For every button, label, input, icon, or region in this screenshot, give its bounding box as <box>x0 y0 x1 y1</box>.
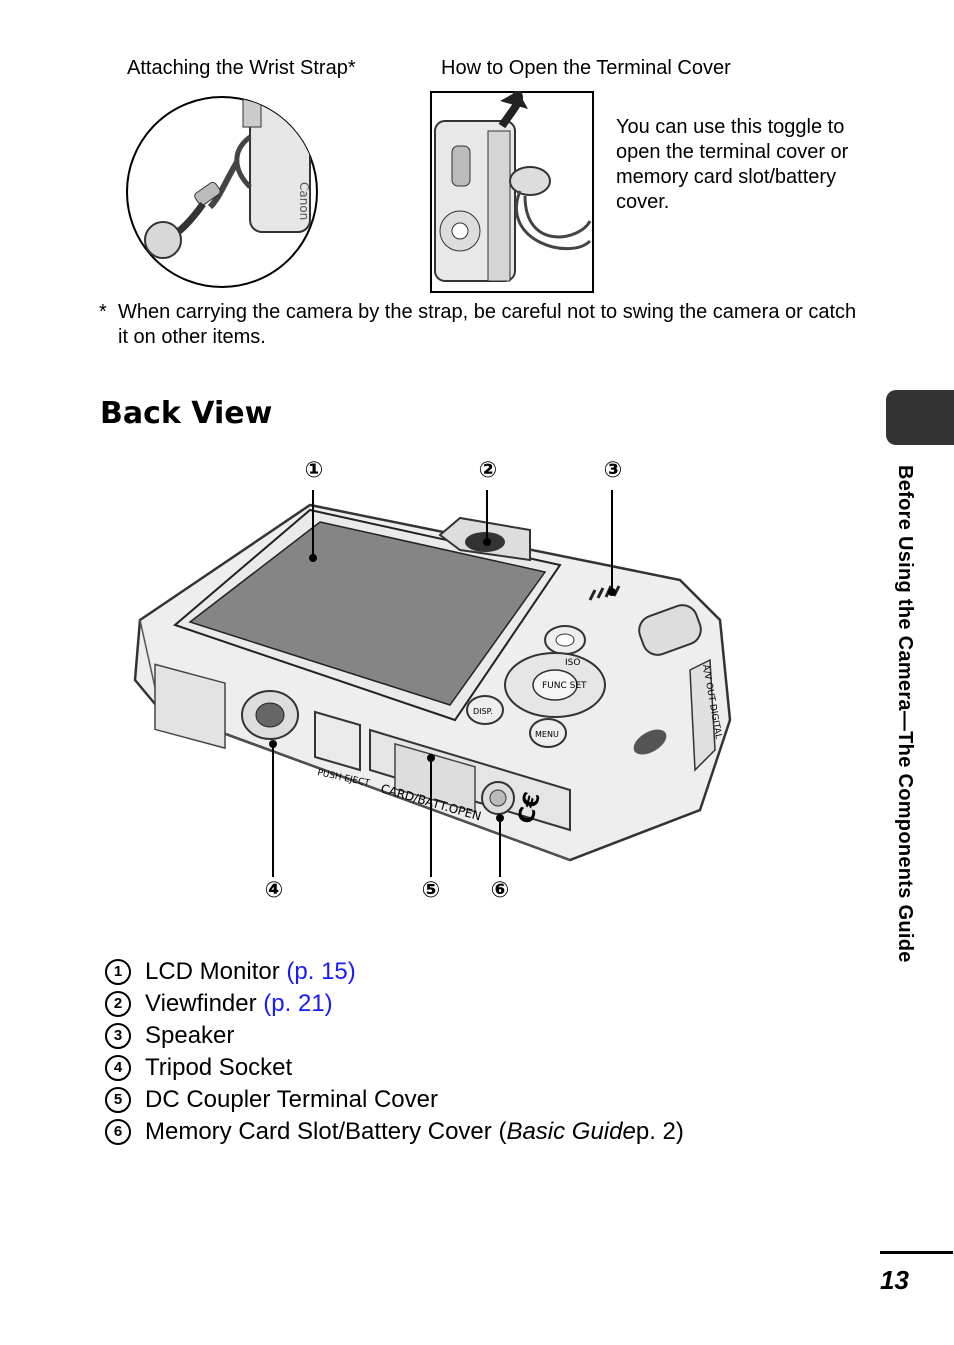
legend-label: Viewfinder <box>145 990 257 1017</box>
callout-6: ⑥ <box>490 878 510 903</box>
canon-logo-text: Canon <box>297 182 311 220</box>
legend-label: DC Coupler Terminal Cover <box>145 1086 438 1113</box>
func-set-label: FUNC SET <box>542 681 587 691</box>
terminal-cover-illustration <box>430 91 594 293</box>
legend-label: Tripod Socket <box>145 1054 293 1081</box>
callout-2: ② <box>478 458 498 483</box>
legend-label: Speaker <box>145 1022 235 1049</box>
legend-number: 3 <box>103 1023 133 1049</box>
camera-back-view-illustration: FUNC SET ISO DISP. MENU A/V OUT DIGITAL … <box>133 490 732 877</box>
side-tab-text: Before Using the Camera—The Components G… <box>894 465 916 963</box>
legend-number: 2 <box>103 991 133 1017</box>
callout-4: ④ <box>264 878 284 903</box>
legend-label: Memory Card Slot/Battery Cover ( <box>145 1118 507 1145</box>
parts-legend: 1 LCD Monitor (p. 15) 2 Viewfinder (p. 2… <box>103 956 684 1148</box>
callout-1: ① <box>304 458 324 483</box>
wrist-strap-caption: Attaching the Wrist Strap* <box>127 57 356 79</box>
legend-italic: Basic Guide <box>506 1118 636 1145</box>
callout-5: ⑤ <box>421 878 441 903</box>
legend-item: 4 Tripod Socket <box>103 1052 684 1084</box>
page-link[interactable]: (p. 15) <box>286 958 356 985</box>
toggle-note: You can use this toggle to open the term… <box>616 116 849 213</box>
terminal-cover-caption: How to Open the Terminal Cover <box>441 57 731 79</box>
page-number-rule <box>880 1251 953 1254</box>
legend-item: 2 Viewfinder (p. 21) <box>103 988 684 1020</box>
legend-number: 6 <box>103 1119 133 1145</box>
legend-item: 3 Speaker <box>103 1020 684 1052</box>
disp-label: DISP. <box>473 707 493 716</box>
page-link[interactable]: (p. 21) <box>263 990 333 1017</box>
section-title: Back View <box>100 396 273 431</box>
iso-label: ISO <box>565 658 580 668</box>
callout-3: ③ <box>603 458 623 483</box>
legend-item: 5 DC Coupler Terminal Cover <box>103 1084 684 1116</box>
legend-number: 1 <box>103 959 133 985</box>
legend-number: 5 <box>103 1087 133 1113</box>
footnote-text: When carrying the camera by the strap, b… <box>118 301 857 348</box>
legend-item: 6 Memory Card Slot/Battery Cover (Basic … <box>103 1116 684 1148</box>
legend-item: 1 LCD Monitor (p. 15) <box>103 956 684 988</box>
legend-label: LCD Monitor <box>145 958 280 985</box>
legend-number: 4 <box>103 1055 133 1081</box>
footnote-marker: * <box>99 301 107 323</box>
page-number: 13 <box>880 1265 909 1295</box>
legend-suffix: p. 2) <box>635 1118 684 1145</box>
menu-label: MENU <box>535 730 559 739</box>
side-tab-marker <box>886 390 954 445</box>
wrist-strap-illustration: Canon <box>126 96 318 288</box>
